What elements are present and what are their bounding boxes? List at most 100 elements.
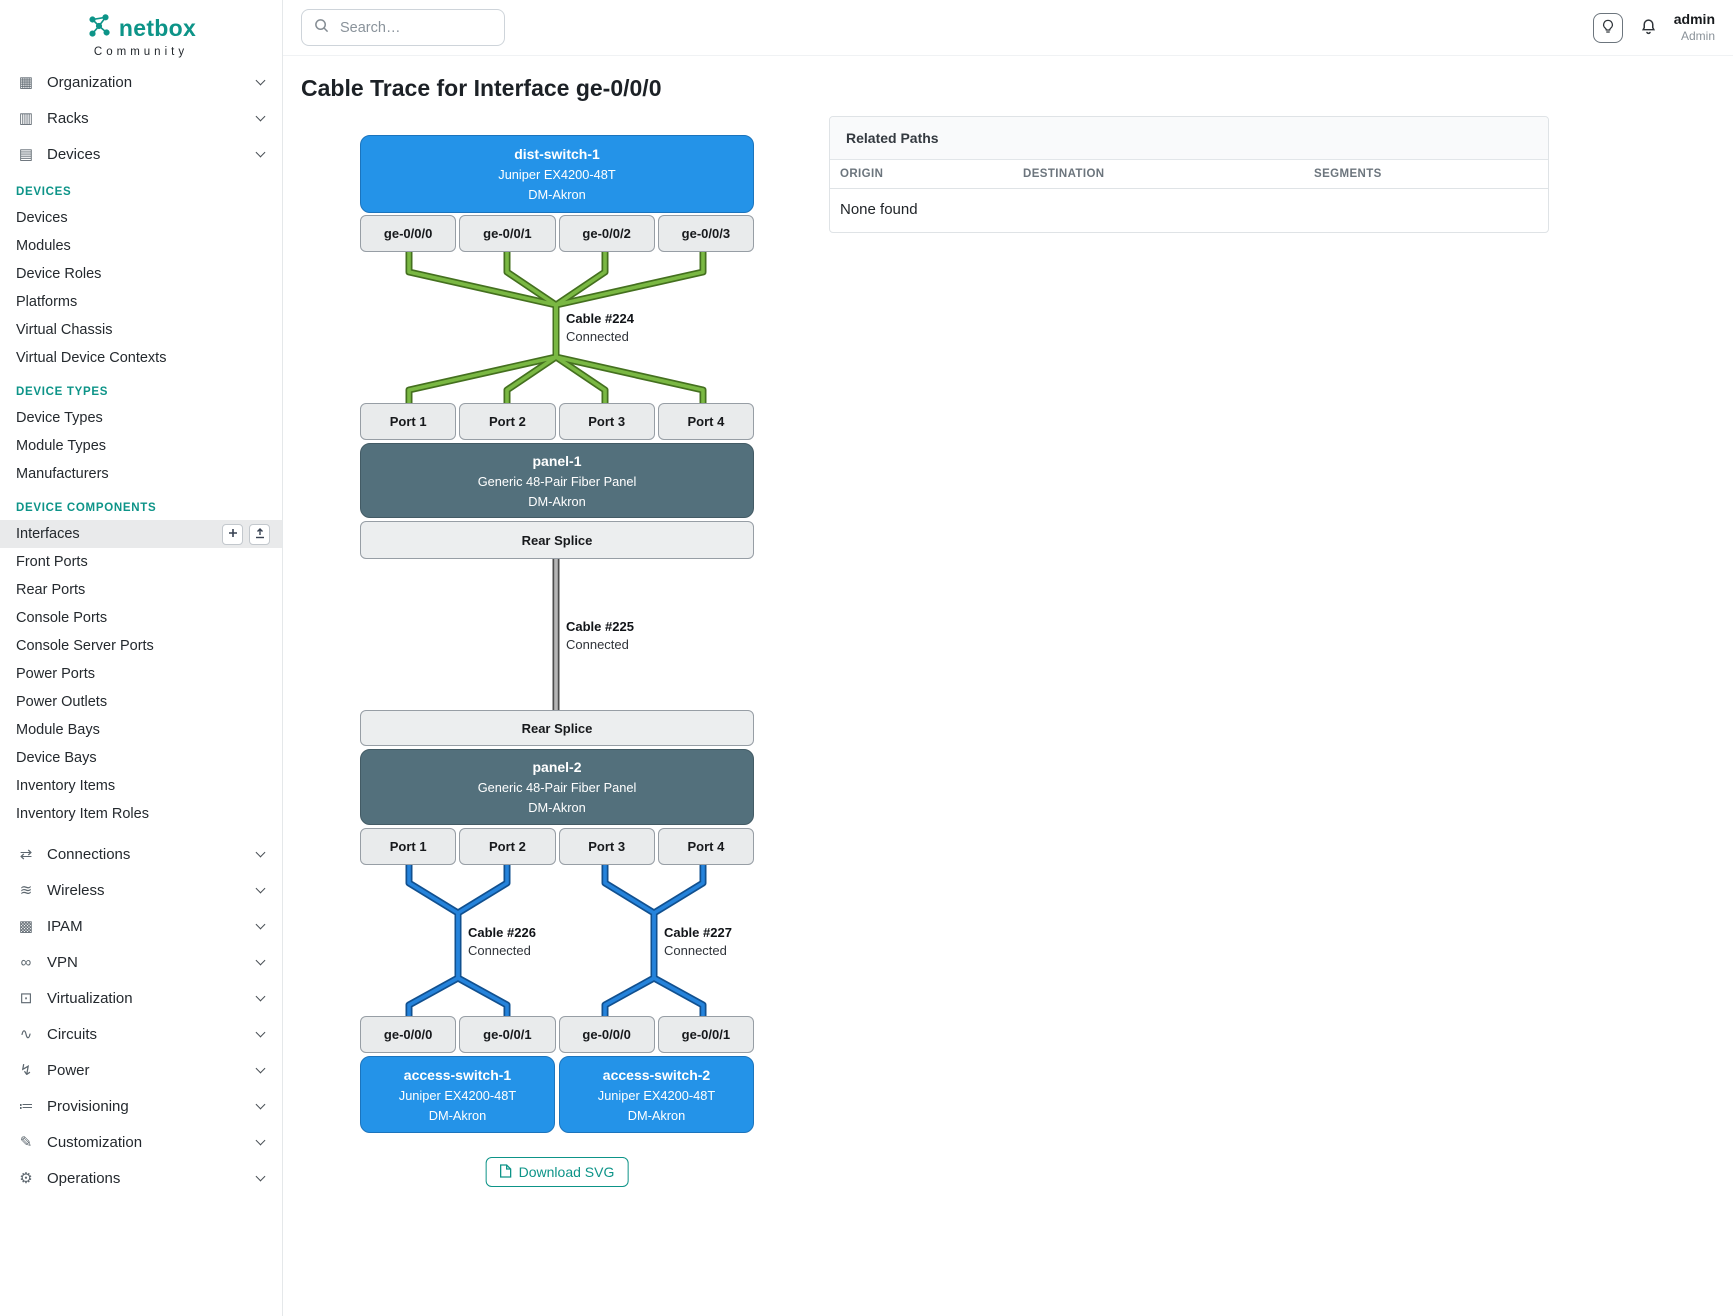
chevron-down-icon [255,1099,266,1110]
cable-label-225: Cable #225 Connected [566,619,706,652]
interface-box[interactable]: ge-0/0/1 [657,1016,754,1053]
interface-box[interactable]: ge-0/0/0 [360,215,457,252]
search-icon [314,18,329,38]
cable-link[interactable]: Cable #227 [664,925,732,940]
sidebar-item-virtual-device-contexts[interactable]: Virtual Device Contexts [0,344,282,372]
sidebar-item-connections[interactable]: ⇄ Connections [0,836,282,872]
cable-label-224: Cable #224 Connected [566,311,706,344]
sidebar-item-organization[interactable]: ▦ Organization [0,64,282,100]
device-site: DM-Akron [528,800,586,815]
cable-link[interactable]: Cable #226 [468,925,536,940]
sidebar-item-racks[interactable]: ▥ Racks [0,100,282,136]
sidebar-item-customization[interactable]: ✎ Customization [0,1124,282,1160]
sidebar-item-provisioning[interactable]: ≔ Provisioning [0,1088,282,1124]
interface-box[interactable]: ge-0/0/1 [459,1016,556,1053]
interface-box[interactable]: ge-0/0/0 [558,1016,655,1053]
port-box[interactable]: Port 2 [459,828,556,865]
sidebar-item-label: Provisioning [47,1097,129,1115]
port-box[interactable]: Port 2 [459,403,556,440]
download-svg-button[interactable]: Download SVG [485,1157,629,1187]
sidebar-item-inventory-items[interactable]: Inventory Items [0,772,282,800]
sidebar-item-label: Power [47,1061,90,1079]
sidebar-item-virtualization[interactable]: ⊡ Virtualization [0,980,282,1016]
cable-link[interactable]: Cable #225 [566,619,634,634]
sidebar-bottom-group: ⇄ Connections ≋ Wireless ▩ IPAM ∞ VPN ⊡ [0,836,282,1196]
provisioning-icon: ≔ [18,1098,34,1115]
sidebar-item-manufacturers[interactable]: Manufacturers [0,460,282,488]
rear-splice-panel-1[interactable]: Rear Splice [360,521,754,559]
cable-status: Connected [566,329,629,344]
device-box-dist-switch-1[interactable]: dist-switch-1 Juniper EX4200-48T DM-Akro… [360,135,754,213]
plus-icon [227,527,239,542]
device-model: Juniper EX4200-48T [498,167,616,182]
search-box [301,9,505,46]
cable-link[interactable]: Cable #224 [566,311,634,326]
sidebar-item-device-roles[interactable]: Device Roles [0,260,282,288]
device-model: Generic 48-Pair Fiber Panel [477,780,637,795]
column-header-destination: DESTINATION [1023,168,1105,180]
port-row-panel-2: Port 1 Port 2 Port 3 Port 4 [360,828,754,865]
cable-status: Connected [566,637,629,652]
sidebar-item-label: Platforms [16,294,78,310]
cable-227-line [601,865,658,1016]
import-interfaces-button[interactable] [249,523,270,545]
device-box-panel-2[interactable]: panel-2 Generic 48-Pair Fiber Panel DM-A… [360,749,754,825]
sidebar-item-console-ports[interactable]: Console Ports [0,604,282,632]
sidebar-item-rear-ports[interactable]: Rear Ports [0,576,282,604]
chevron-down-icon [255,919,266,930]
interface-box[interactable]: ge-0/0/1 [459,215,556,252]
sidebar-item-device-types[interactable]: Device Types [0,404,282,432]
sidebar-item-vpn[interactable]: ∞ VPN [0,944,282,980]
port-box[interactable]: Port 1 [360,828,457,865]
sidebar-item-platforms[interactable]: Platforms [0,288,282,316]
sidebar-item-circuits[interactable]: ∿ Circuits [0,1016,282,1052]
sidebar-item-console-server-ports[interactable]: Console Server Ports [0,632,282,660]
sidebar-item-label: Module Bays [16,722,100,738]
organization-icon: ▦ [18,74,34,91]
theme-toggle-button[interactable] [1592,12,1623,43]
port-box[interactable]: Port 4 [657,403,754,440]
sidebar-item-power-outlets[interactable]: Power Outlets [0,688,282,716]
interface-box[interactable]: ge-0/0/3 [657,215,754,252]
sidebar-item-module-types[interactable]: Module Types [0,432,282,460]
add-interface-button[interactable] [222,523,243,545]
interface-box[interactable]: ge-0/0/0 [360,1016,457,1053]
port-box[interactable]: Port 4 [657,828,754,865]
sidebar-section-device-types: DEVICE TYPES [16,386,109,398]
sidebar-item-operations[interactable]: ⚙ Operations [0,1160,282,1196]
port-box[interactable]: Port 3 [558,403,655,440]
sidebar-item-modules[interactable]: Modules [0,232,282,260]
notifications-button[interactable] [1638,16,1659,40]
interface-box[interactable]: ge-0/0/2 [558,215,655,252]
vpn-icon: ∞ [20,953,32,971]
sidebar-item-power[interactable]: ↯ Power [0,1052,282,1088]
cable-label-226: Cable #226 Connected [468,925,608,958]
device-box-panel-1[interactable]: panel-1 Generic 48-Pair Fiber Panel DM-A… [360,443,754,518]
sidebar-item-label: Manufacturers [16,466,109,482]
sidebar-item-wireless[interactable]: ≋ Wireless [0,872,282,908]
port-box[interactable]: Port 1 [360,403,457,440]
device-box-access-switch-1[interactable]: access-switch-1 Juniper EX4200-48T DM-Ak… [360,1056,555,1133]
sidebar-item-interfaces[interactable]: Interfaces [0,520,282,548]
sidebar-item-virtual-chassis[interactable]: Virtual Chassis [0,316,282,344]
brand-logo[interactable]: netbox Community [0,0,282,64]
device-box-access-switch-2[interactable]: access-switch-2 Juniper EX4200-48T DM-Ak… [559,1056,754,1133]
sidebar-item-front-ports[interactable]: Front Ports [0,548,282,576]
user-menu[interactable]: admin Admin [1674,11,1715,43]
sidebar-item-ipam[interactable]: ▩ IPAM [0,908,282,944]
sidebar-item-devices[interactable]: ▤ Devices [0,136,282,172]
sidebar-item-module-bays[interactable]: Module Bays [0,716,282,744]
port-box[interactable]: Port 3 [558,828,655,865]
operations-icon: ⚙ [19,1170,33,1187]
chevron-down-icon [255,991,266,1002]
device-site: DM-Akron [627,1107,686,1123]
sidebar-item-inventory-item-roles[interactable]: Inventory Item Roles [0,800,282,828]
sidebar-item-devices-list[interactable]: Devices [0,204,282,232]
search-input[interactable] [338,18,492,37]
brand-subtitle: Community [93,46,189,58]
rear-splice-panel-2[interactable]: Rear Splice [360,710,754,746]
sidebar-item-power-ports[interactable]: Power Ports [0,660,282,688]
cable-status: Connected [664,943,727,958]
sidebar-item-device-bays[interactable]: Device Bays [0,744,282,772]
content-column: admin Admin Cable Trace for Interface ge… [283,0,1733,1316]
